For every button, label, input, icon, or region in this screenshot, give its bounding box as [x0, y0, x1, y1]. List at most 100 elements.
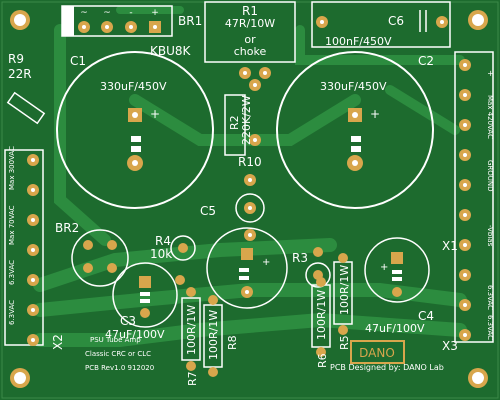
- r1-value: 47R/10W: [225, 17, 275, 30]
- r6-label: R6: [316, 353, 329, 368]
- x1-terminal-pad: [459, 329, 471, 341]
- x2-pin1-label: Max 300VAC: [8, 146, 16, 190]
- svg-text:DANO: DANO: [359, 346, 395, 360]
- c1-value: 330uF/450V: [100, 80, 167, 93]
- r1-or-text: or: [244, 33, 256, 46]
- br1-label: BR1: [178, 14, 202, 28]
- c1-plus-sign: +: [150, 107, 160, 121]
- br1-pin: [101, 21, 113, 33]
- capacitor-c4-footprint: [364, 237, 430, 303]
- resistor-r6-footprint: [311, 277, 331, 357]
- resistor-r8-footprint: [203, 295, 223, 377]
- x1-terminal-pad: [459, 179, 471, 191]
- kbu8k-label: KBU8K: [150, 44, 192, 58]
- r2-pin: [249, 134, 261, 146]
- svg-text:~: ~: [80, 8, 88, 18]
- r10-label: R10: [238, 155, 262, 169]
- r9-label: R9: [8, 52, 24, 66]
- x1-pin5-label: 6.3VAC: [486, 285, 494, 310]
- r1-label: R1: [242, 4, 258, 18]
- x1-terminal-pad: [459, 239, 471, 251]
- c5-plus-sign: +: [262, 257, 270, 268]
- dano-logo: DANO: [350, 340, 405, 364]
- x1-terminal-pad: [459, 269, 471, 281]
- x2-terminal-pad: [27, 214, 39, 226]
- x1-terminal-pad: [459, 209, 471, 221]
- x2-terminal-pad: [27, 274, 39, 286]
- c4-plus-sign: +: [380, 262, 388, 273]
- r1-choke-text: choke: [234, 45, 267, 58]
- x2-pin2-label: Max 70VAC: [8, 205, 16, 245]
- svg-text:-: -: [129, 8, 132, 18]
- r8-value: 100R/1W: [207, 310, 220, 360]
- r8-label: R8: [226, 335, 239, 350]
- r7-label: R7: [186, 371, 199, 386]
- c4-value: 47uF/100V: [365, 322, 425, 335]
- r7-value: 100R/1W: [185, 305, 198, 355]
- resistor-r2-footprint: [224, 79, 261, 156]
- footer-subtitle: Classic CRC or CLC: [85, 350, 151, 358]
- x1-pin1-label: Max 420VAC: [486, 95, 494, 139]
- resistor-r5-footprint: [333, 253, 353, 335]
- c3-label: C3: [120, 314, 136, 328]
- br1-pin: [149, 21, 161, 33]
- c2-label: C2: [418, 54, 434, 68]
- br1-pin: [125, 21, 137, 33]
- c4-label: C4: [418, 309, 434, 323]
- capacitor-c6-footprint: [311, 1, 451, 48]
- capacitor-c2-footprint: [276, 51, 434, 209]
- c2-pin: [347, 155, 363, 171]
- x2-terminal-pad: [27, 334, 39, 346]
- bridge-rectifier-br1: ~ ~ - +: [61, 5, 173, 37]
- capacitor-c3-footprint: [112, 262, 178, 328]
- r5-label: R5: [338, 335, 351, 350]
- mounting-hole-bottom-left: [10, 368, 30, 388]
- r1-pin: [259, 67, 271, 79]
- r1-pin: [239, 67, 251, 79]
- r4-label: R4: [155, 234, 171, 248]
- x3-label: X3: [442, 339, 458, 353]
- resistor-r7-footprint: [181, 287, 201, 371]
- svg-text:~: ~: [103, 8, 111, 18]
- c6-pin: [316, 16, 328, 28]
- r9-value: 22R: [8, 67, 32, 81]
- x1-label: X1: [442, 239, 458, 253]
- r3-label: R3: [292, 251, 308, 265]
- c3-value: 47uF/100V: [105, 328, 165, 341]
- resistor-r9-footprint: [6, 91, 46, 125]
- resistor-r4-footprint: [170, 235, 196, 285]
- x2-pin3-label: 6.3VAC: [8, 260, 16, 285]
- mounting-hole-top-right: [468, 10, 488, 30]
- x2-terminal-pad: [27, 244, 39, 256]
- r5-value: 100R/1W: [338, 265, 351, 315]
- footer-revision: PCB Rev1.0 912020: [85, 364, 154, 372]
- x1-pin2-label: +: [486, 70, 495, 77]
- br2-label: BR2: [55, 221, 79, 235]
- c6-label: C6: [388, 14, 404, 28]
- c1-pin: [128, 108, 142, 122]
- c2-value: 330uF/450V: [320, 80, 387, 93]
- x2-label: X2: [51, 334, 65, 350]
- r2-value: 220K/2W: [240, 95, 253, 145]
- r2-pin: [249, 79, 261, 91]
- br1-pin: [78, 21, 90, 33]
- x2-terminal-pad: [27, 184, 39, 196]
- r2-label: R2: [228, 115, 241, 130]
- x2-terminal-pad: [27, 154, 39, 166]
- capacitor-c1-footprint: [56, 51, 214, 209]
- designer-credit: PCB Designed by: DANO Lab: [330, 363, 444, 372]
- x2-pin4-label: 6.3VAC: [8, 300, 16, 325]
- x1-pin6-label: 6.3VAC: [486, 315, 494, 340]
- x1-terminal-pad: [459, 299, 471, 311]
- x1-terminal-pad: [459, 149, 471, 161]
- c2-plus-sign: +: [370, 107, 380, 121]
- x2-terminal-pad: [27, 304, 39, 316]
- mounting-hole-top-left: [10, 10, 30, 30]
- resistor-r10-footprint: [235, 174, 265, 241]
- c6-pin: [436, 16, 448, 28]
- footer-title: PSU Tube Amp: [90, 336, 141, 344]
- c2-pin: [348, 108, 362, 122]
- r4-value: 10k: [150, 247, 172, 261]
